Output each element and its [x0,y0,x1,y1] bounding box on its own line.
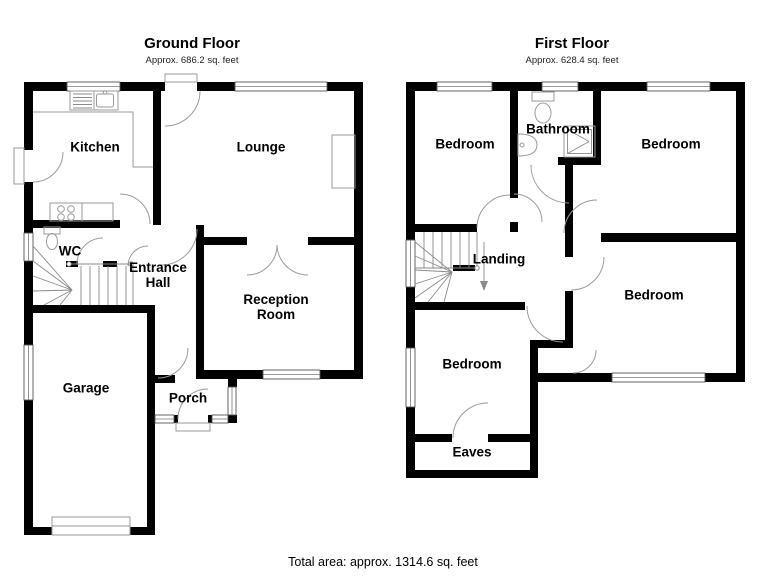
window [211,414,229,424]
total-area-label: Total area: approx. 1314.6 sq. feet [288,555,478,569]
kitchen-counter [33,111,153,168]
window [611,372,706,383]
door-arc [572,349,597,374]
room-label-bedroom-2: Bedroom [641,136,701,152]
garage-door-icon [51,516,131,536]
back-door-step [164,73,198,83]
first-floor-plan [405,81,745,478]
room-label-bathroom: Bathroom [526,121,590,137]
room-label-entrance-hall: Entrance Hall [129,259,187,290]
room-label-reception-room: Reception Room [243,291,309,322]
window [23,232,34,262]
floor-area-label: Approx. 686.2 sq. feet [145,54,239,66]
door-arc [246,244,278,276]
hob-icon [49,202,114,222]
window [405,239,416,288]
door-arc [32,151,64,183]
chimney-breast [331,134,356,189]
stairs-icon [414,232,488,303]
windows [405,81,711,408]
ground-floor-plan [13,73,363,536]
first-floor-title-block: First Floor Approx. 628.4 sq. feet [525,35,619,66]
window [227,386,237,416]
door-arc [119,193,151,225]
door-arc [164,90,201,127]
washbasin-icon [517,133,538,157]
stairs-icon [32,245,134,306]
door-arc [452,402,489,439]
door-arc [526,305,564,343]
floor-area-label: Approx. 628.4 sq. feet [525,54,619,66]
window [646,81,711,92]
door-arc [157,347,189,379]
window [66,81,121,92]
door-arcs [452,164,605,439]
room-label-bedroom-3: Bedroom [624,287,684,303]
room-label-bedroom-4: Bedroom [442,356,502,372]
door-arc [476,194,511,229]
door-arc [563,199,598,234]
side-door-step [13,147,25,185]
window [154,414,175,424]
ground-floor-title-block: Ground Floor Approx. 686.2 sq. feet [144,35,240,66]
room-label-landing: Landing [472,251,526,267]
window [234,81,328,92]
window [23,344,34,401]
room-label-wc: WC [58,243,82,259]
door-arc [127,245,149,267]
room-label-eaves: Eaves [452,444,492,460]
walls [406,82,745,478]
windows [23,81,328,424]
door-arc [177,388,209,420]
door-arc [570,256,605,291]
sink-icon [69,90,119,111]
window [541,81,579,92]
walls [24,82,363,535]
door-arcs [32,90,309,420]
room-label-bedroom-1: Bedroom [435,136,495,152]
shower-icon [563,125,596,158]
toilet-icon [43,226,61,250]
toilet-icon [531,91,555,124]
room-label-kitchen: Kitchen [70,139,120,155]
door-arc [530,164,570,204]
door-arc [160,228,198,266]
window [436,81,493,92]
door-arc [513,193,543,223]
window [405,347,416,408]
floor-title: Ground Floor [144,35,240,52]
room-label-garage: Garage [62,380,110,396]
porch-step [175,422,211,432]
window [262,369,321,380]
door-arc [76,237,104,265]
door-arc [276,244,309,276]
floor-title: First Floor [534,35,610,52]
room-label-porch: Porch [168,390,208,406]
room-label-lounge: Lounge [236,139,286,155]
